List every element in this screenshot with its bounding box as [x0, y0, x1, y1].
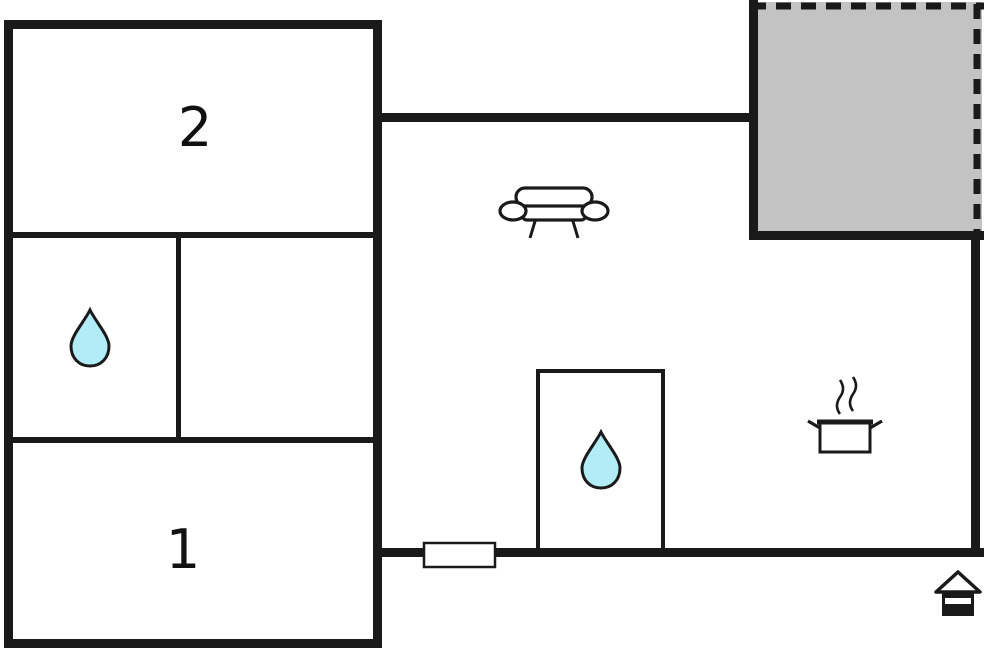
wall-bathroom-top — [536, 369, 665, 373]
terrace — [751, 2, 984, 234]
door-marker — [422, 541, 497, 569]
house-band — [945, 598, 971, 604]
wall-main-right — [971, 231, 980, 557]
cooking-pot-icon — [807, 376, 883, 454]
wall-divider-lower — [4, 437, 382, 443]
walls — [4, 0, 984, 648]
water-drop-icon — [69, 306, 111, 368]
wall-bathroom-right — [661, 369, 665, 548]
wall-left-block-top — [4, 20, 382, 29]
wall-divider-vertical — [176, 232, 181, 443]
wall-left-block-left — [4, 20, 13, 648]
wall-main-top — [373, 113, 757, 122]
wall-divider-upper — [4, 232, 382, 238]
wall-left-block-bottom — [4, 639, 382, 648]
house-icon — [934, 570, 982, 616]
wall-terrace-left — [749, 0, 758, 240]
wall-terrace-bottom — [749, 231, 984, 240]
terrace-area — [755, 2, 982, 234]
room-label-2: 2 — [178, 96, 212, 159]
room-label-1: 1 — [166, 518, 200, 581]
water-drop-icon — [580, 428, 622, 490]
wall-left-block-right — [373, 20, 382, 648]
wall-main-bottom — [373, 548, 984, 557]
sofa-icon — [498, 186, 610, 239]
wall-bathroom-left — [536, 369, 540, 548]
